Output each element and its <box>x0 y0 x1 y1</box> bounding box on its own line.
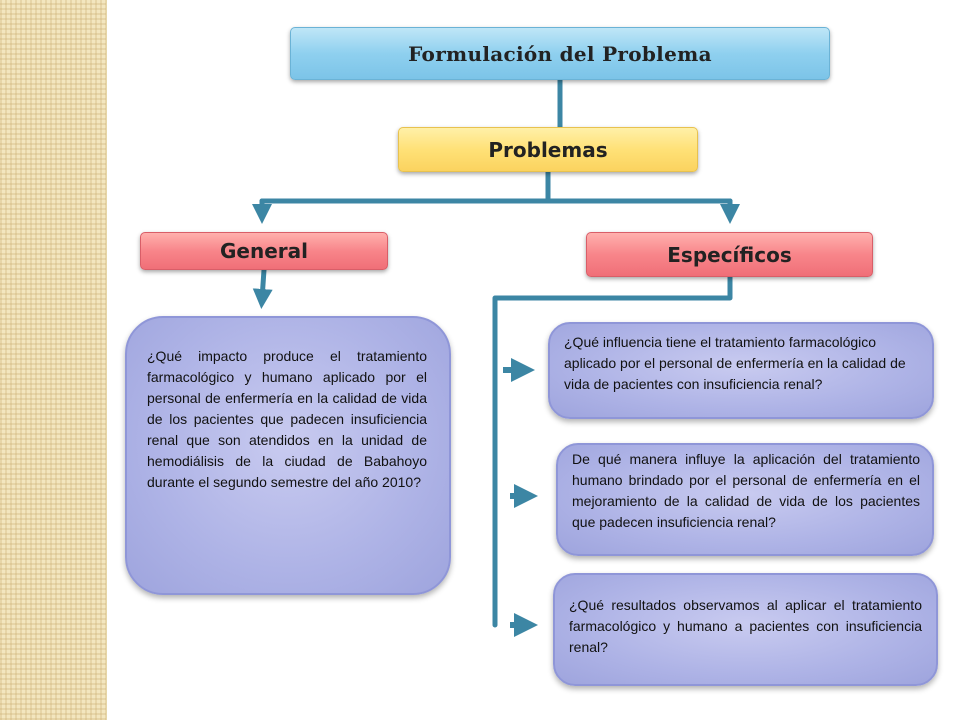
specific-question-text-1: ¿Qué influencia tiene el tratamiento far… <box>564 334 906 392</box>
connector-especificos-bracket <box>492 274 733 628</box>
specific-question-text-3: ¿Qué resultados observamos al aplicar el… <box>569 597 922 655</box>
diagram-title: Formulación del Problema <box>408 41 712 66</box>
arrow-general-question <box>252 267 273 309</box>
especificos-box: Específicos <box>586 232 873 277</box>
specific-question-box-2: De qué manera influye la aplicación del … <box>556 443 934 556</box>
specific-question-text-2: De qué manera influye la aplicación del … <box>572 451 920 530</box>
general-box: General <box>140 232 388 270</box>
general-question-text: ¿Qué impacto produce el tratamiento farm… <box>147 348 427 490</box>
especificos-label: Específicos <box>667 242 792 267</box>
problemas-label: Problemas <box>488 137 608 162</box>
general-label: General <box>220 239 308 263</box>
specific-question-box-3: ¿Qué resultados observamos al aplicar el… <box>553 573 938 686</box>
diagram-title-box: Formulación del Problema <box>290 27 830 80</box>
specific-question-box-1: ¿Qué influencia tiene el tratamiento far… <box>548 322 934 419</box>
problemas-box: Problemas <box>398 127 698 172</box>
general-question-box: ¿Qué impacto produce el tratamiento farm… <box>125 316 451 595</box>
decorative-side-strip <box>0 0 107 720</box>
